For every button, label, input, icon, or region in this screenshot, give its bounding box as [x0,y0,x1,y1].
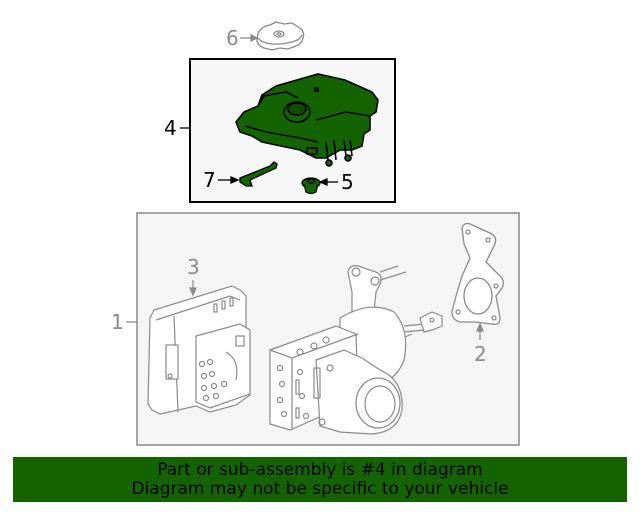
part-7-clip[interactable] [218,161,278,187]
callout-5[interactable]: 5 [341,170,354,194]
part-4-reservoir[interactable] [235,73,379,167]
callout-6[interactable]: 6 [226,26,239,50]
banner-line-1: Part or sub-assembly is #4 in diagram [157,460,483,480]
banner-line-2: Diagram may not be specific to your vehi… [131,479,509,499]
callout-1[interactable]: 1 [111,310,124,334]
part-2-gasket[interactable] [451,222,504,341]
callout-2[interactable]: 2 [474,342,487,366]
part-5-grommet[interactable] [301,177,338,195]
info-banner: Part or sub-assembly is #4 in diagram Di… [13,457,627,502]
callout-3[interactable]: 3 [187,255,200,279]
callout-4[interactable]: 4 [164,116,177,140]
part-6-cap[interactable] [240,21,305,51]
callout-7[interactable]: 7 [203,168,216,192]
parts-diagram: 6 4 7 5 3 1 2 [111,21,520,446]
hydraulic-unit [269,265,443,435]
part-3-control-module[interactable] [147,280,251,415]
